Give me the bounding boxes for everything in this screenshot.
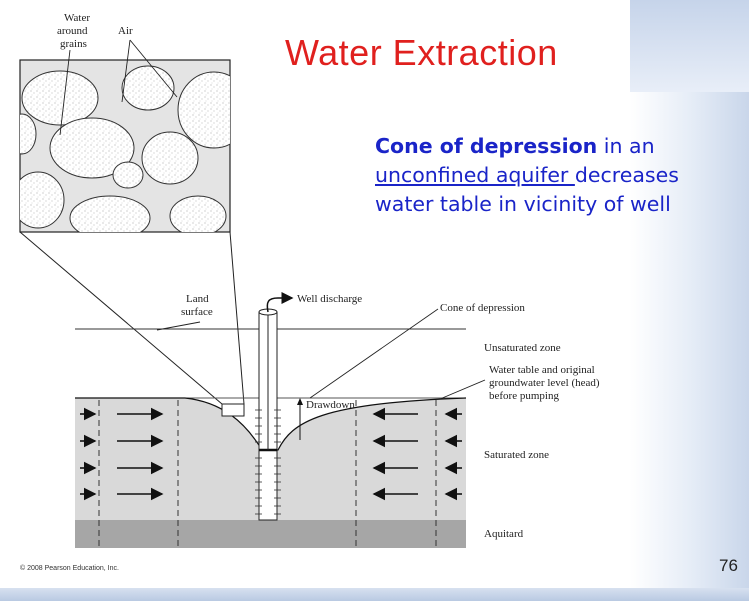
label-saturated: Saturated zone [484, 449, 549, 461]
decorative-band-bottom [0, 588, 749, 601]
label-well-discharge: Well discharge [297, 293, 362, 305]
flow-dashes [98, 400, 437, 548]
flow-arrows-left [80, 407, 164, 501]
description-after-bold: in an [597, 134, 655, 158]
inset-grains [19, 59, 231, 233]
description-underlined: unconfined aquifer [375, 163, 575, 187]
label-watertable-2: groundwater level (head) [489, 377, 600, 389]
cone-curve [75, 397, 467, 451]
drawdown-arrow-head [297, 398, 303, 405]
label-water-2: around [57, 25, 88, 37]
aquitard-layer [75, 520, 466, 548]
description-bold: Cone of depression [375, 134, 598, 158]
pointer-air-1 [121, 39, 131, 103]
label-watertable-1: Water table and original [489, 364, 595, 376]
projection-line-left [19, 231, 223, 405]
well [255, 308, 281, 521]
pointer-watertable [439, 379, 486, 400]
decorative-band-top [630, 0, 749, 92]
label-land-1: Land [186, 293, 209, 305]
page-number: 76 [719, 556, 738, 575]
label-water-3: grains [60, 38, 87, 50]
slide-description: Cone of depression in an unconfined aqui… [375, 132, 705, 219]
copyright-notice: © 2008 Pearson Education, Inc. [20, 565, 119, 572]
label-water-1: Water [64, 12, 90, 24]
projection-line-right [229, 231, 245, 405]
description-rest: decreases water table in vicinity of wel… [375, 163, 679, 216]
pointer-cone [309, 308, 439, 399]
label-aquitard: Aquitard [484, 528, 524, 540]
label-land-2: surface [181, 306, 213, 318]
flow-arrows-right [372, 407, 462, 501]
label-cone: Cone of depression [440, 302, 525, 314]
label-air: Air [118, 25, 133, 37]
label-drawdown: Drawdown [306, 399, 355, 411]
label-watertable-3: before pumping [489, 390, 559, 402]
discharge-arrow [266, 292, 294, 313]
label-unsaturated: Unsaturated zone [484, 342, 561, 354]
pointer-water [59, 49, 71, 136]
pointer-air-2 [129, 39, 178, 98]
inset-location-box [221, 403, 245, 417]
pointer-land [156, 321, 201, 331]
slide-title: Water Extraction [285, 32, 558, 73]
